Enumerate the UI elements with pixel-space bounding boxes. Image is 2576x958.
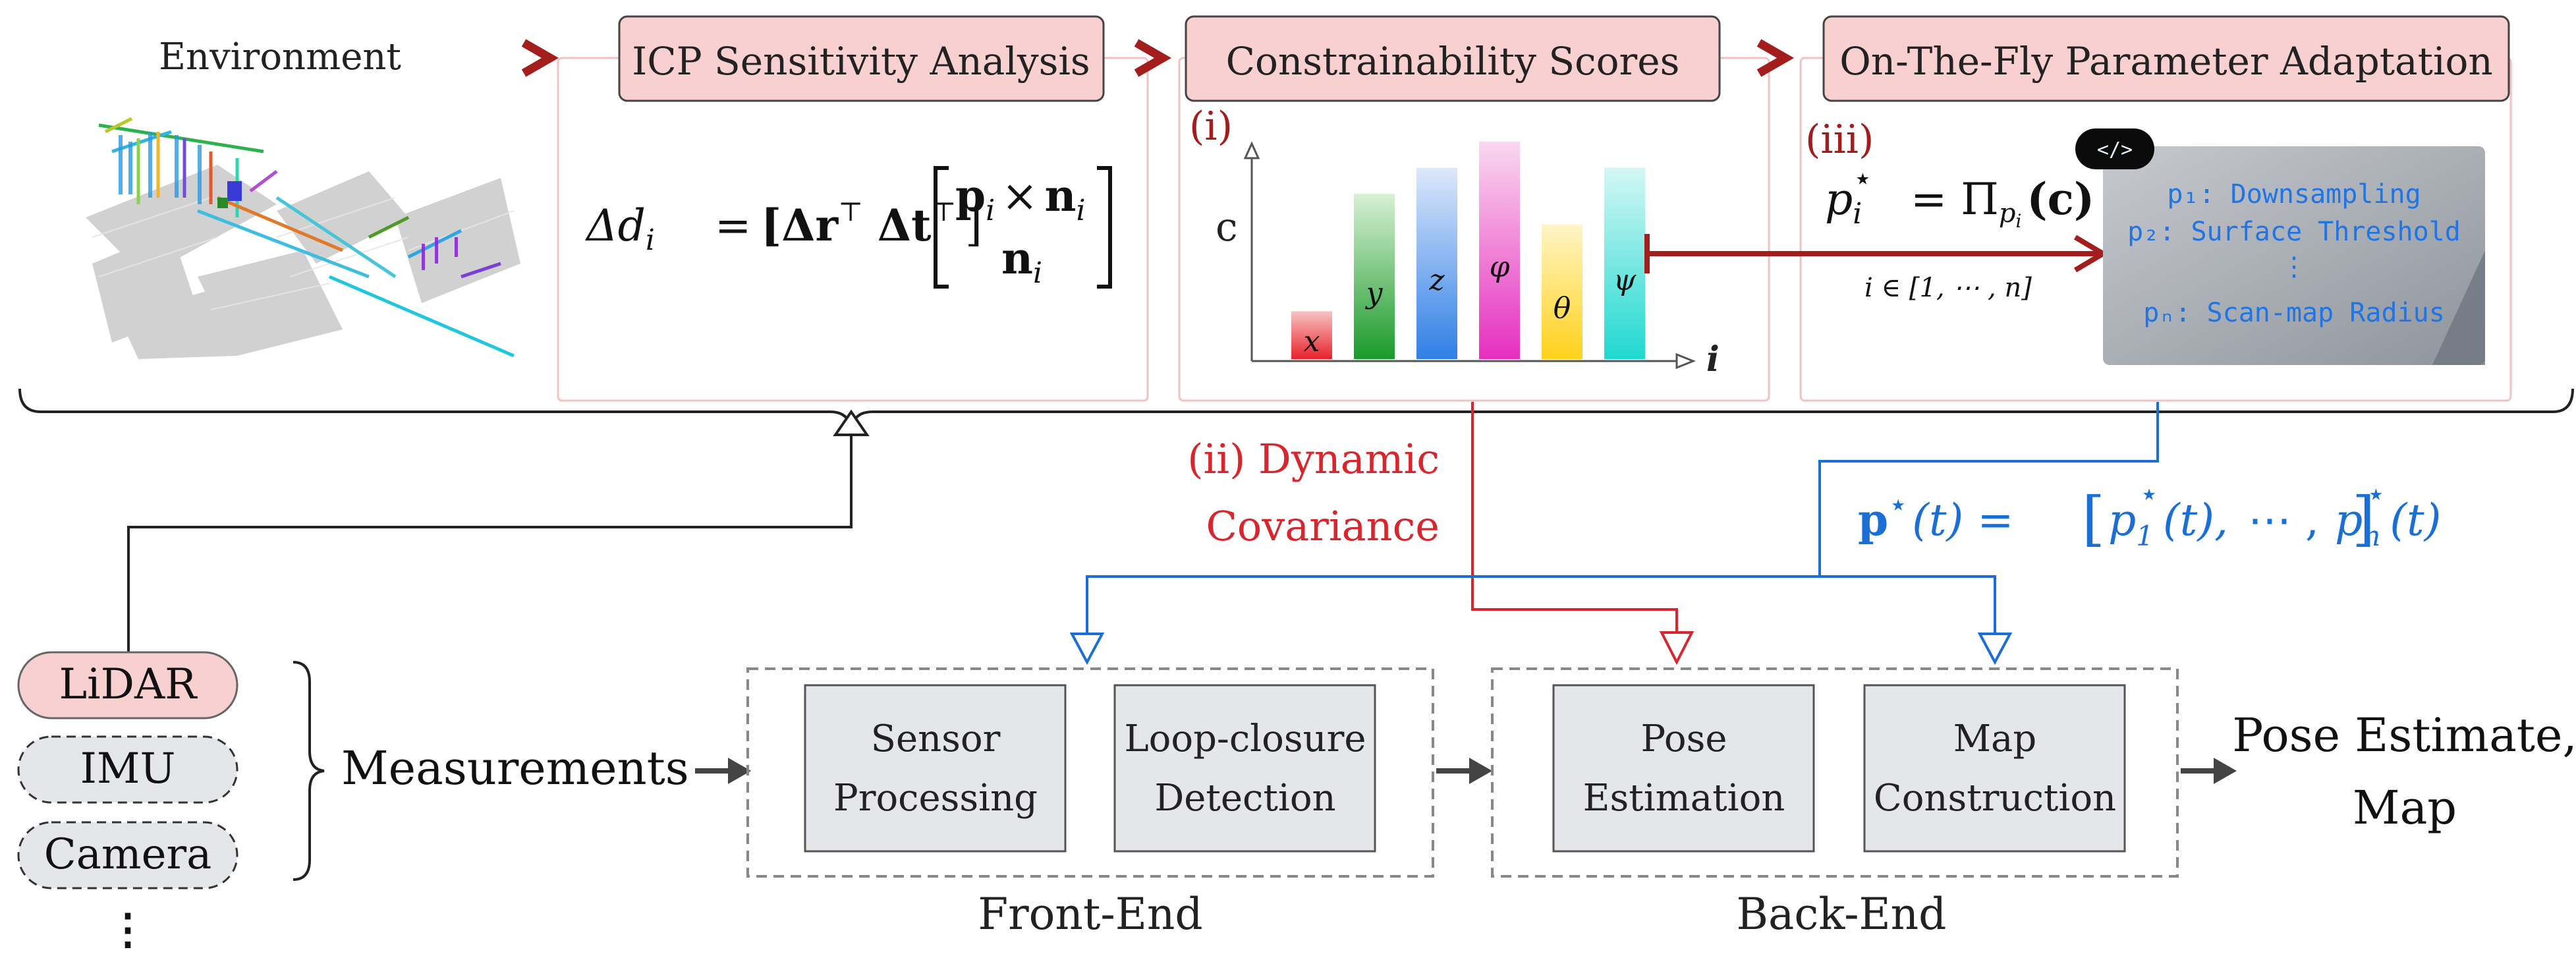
sensor-more: ⋮ [107, 905, 149, 954]
parameter-distribution-arrows [1069, 402, 2159, 665]
chart-y-arrow [1243, 141, 1260, 159]
frontend-sensor-processing [804, 684, 1067, 853]
svg-text:pi⋆: pi⋆ [1825, 160, 1872, 231]
svg-text:[: [ [2082, 484, 2105, 553]
sensor-lidar [17, 651, 238, 719]
sensitivity-equation: Δdi = [Δr⊤Δt⊤] pi×ni ni [584, 166, 1112, 290]
chart-bar-5 [1542, 224, 1582, 359]
stage-scores-title: Constrainability Scores [1226, 39, 1680, 84]
svg-text:ni: ni [1001, 233, 1042, 290]
stage-sensitivity-title: ICP Sensitivity Analysis [632, 39, 1090, 84]
svg-text:pi×ni: pi×ni [955, 170, 1086, 227]
backend-pose-estimation-line1: Pose [1640, 718, 1727, 760]
output-line1: Pose Estimate, [2232, 708, 2576, 762]
marker-iii: (iii) [1805, 117, 1874, 163]
covariance-arrow [1471, 402, 1694, 665]
chart-bar-label-3: z [1428, 264, 1445, 297]
sensor-camera-label: Camera [44, 830, 211, 879]
point-cloud-image [86, 117, 520, 359]
svg-text:= Πpi(c): = Πpi(c) [1911, 173, 2094, 232]
environment-label: Environment [159, 36, 401, 78]
chevron-icon-1 [521, 39, 559, 77]
backend-map-construction [1863, 684, 2126, 853]
backend-map-construction-line1: Map [1953, 718, 2037, 760]
chart-xlabel: i [1706, 339, 1720, 380]
top-brace [18, 388, 2574, 432]
measurements-label: Measurements [341, 741, 689, 795]
chevron-icon-2 [1134, 39, 1172, 77]
constrainability-chart: c i x y z φ θ ψ [1216, 141, 1720, 380]
parameter-card: </> p₁: Downsampling p₂: Surface Thresho… [2075, 128, 2485, 365]
frontend-loop-closure-line1: Loop-closure [1124, 718, 1366, 760]
chart-bar-label-6: ψ [1613, 264, 1637, 297]
chart-bar-2 [1354, 194, 1395, 359]
chart-bar-3 [1416, 167, 1457, 359]
chart-bar-label-4: φ [1490, 250, 1510, 284]
svg-text:p⋆(t) =: p⋆(t) = [1858, 486, 2014, 546]
sensor-brace [293, 661, 325, 881]
lidar-to-sensitivity-arrow [127, 409, 870, 659]
policy-equation: pi⋆ = Πpi(c) i ∈ [1, ⋯ , n] [1825, 160, 2094, 303]
frontend-title: Front-End [978, 889, 1202, 940]
panel-scores [1178, 57, 1770, 402]
marker-ii-line1: (ii) Dynamic [1187, 435, 1440, 483]
frontend-group [746, 667, 1434, 878]
marker-i: (i) [1189, 103, 1233, 150]
sensor-camera [17, 821, 238, 889]
svg-text:i ∈ [1, ⋯ , n]: i ∈ [1, ⋯ , n] [1864, 273, 2032, 303]
stage-scores-box [1185, 15, 1721, 102]
chart-x-arrow [1675, 352, 1696, 370]
backend-map-construction-line2: Construction [1874, 777, 2116, 820]
param-line-4: pₙ: Scan-map Radius [2143, 298, 2445, 328]
output-line2: Map [2353, 781, 2457, 835]
frontend-loop-closure-line2: Detection [1154, 777, 1335, 820]
backend-pose-estimation [1552, 684, 1815, 853]
marker-ii-line2: Covariance [1206, 502, 1440, 550]
sensor-imu [17, 735, 238, 804]
param-line-3: ⋮ [2281, 252, 2307, 282]
frontend-to-backend-arrow [1436, 758, 1492, 784]
chevron-icon-3 [1756, 39, 1795, 77]
chart-ylabel: c [1216, 204, 1238, 250]
svg-text:]: ] [2352, 484, 2375, 553]
frontend-sensor-processing-line2: Processing [833, 777, 1038, 820]
param-line-1: p₁: Downsampling [2167, 179, 2421, 210]
param-line-2: p₂: Surface Threshold [2127, 217, 2461, 247]
stage-adaptation-title: On-The-Fly Parameter Adaptation [1839, 39, 2493, 84]
stage-sensitivity-box [618, 15, 1105, 102]
chart-bar-1 [1291, 311, 1332, 359]
code-icon: </> [2097, 138, 2133, 161]
frontend-sensor-processing-line1: Sensor [871, 718, 1001, 760]
stage-adaptation-box [1822, 15, 2510, 102]
sensor-lidar-label: LiDAR [59, 660, 198, 709]
chart-bar-label-5: θ [1554, 292, 1571, 325]
svg-text:[Δr⊤Δt⊤]: [Δr⊤Δt⊤] [761, 197, 982, 251]
svg-text:Δdi: Δdi [584, 200, 655, 257]
chart-bar-6 [1604, 167, 1645, 359]
chart-bar-label-1: x [1304, 325, 1320, 358]
scores-to-policy-arrow [1644, 234, 2108, 273]
frontend-loop-closure [1113, 684, 1376, 853]
chart-bar-4 [1479, 142, 1520, 359]
svg-text:p1⋆(t),⋯ ,pn⋆(t): p1⋆(t),⋯ ,pn⋆(t) [2108, 476, 2441, 552]
backend-pose-estimation-line2: Estimation [1583, 777, 1785, 820]
backend-group [1491, 667, 2179, 878]
measurements-to-frontend-arrow [695, 758, 751, 784]
backend-title: Back-End [1737, 889, 1947, 940]
param-vector-equation: p⋆(t) = [ p1⋆(t),⋯ ,pn⋆(t) ] [1858, 476, 2441, 553]
svg-text:=: = [715, 200, 751, 251]
code-badge [2075, 128, 2154, 169]
backend-to-output-arrow [2181, 758, 2237, 784]
chart-bar-label-2: y [1365, 277, 1384, 310]
sensor-imu-label: IMU [80, 745, 176, 793]
